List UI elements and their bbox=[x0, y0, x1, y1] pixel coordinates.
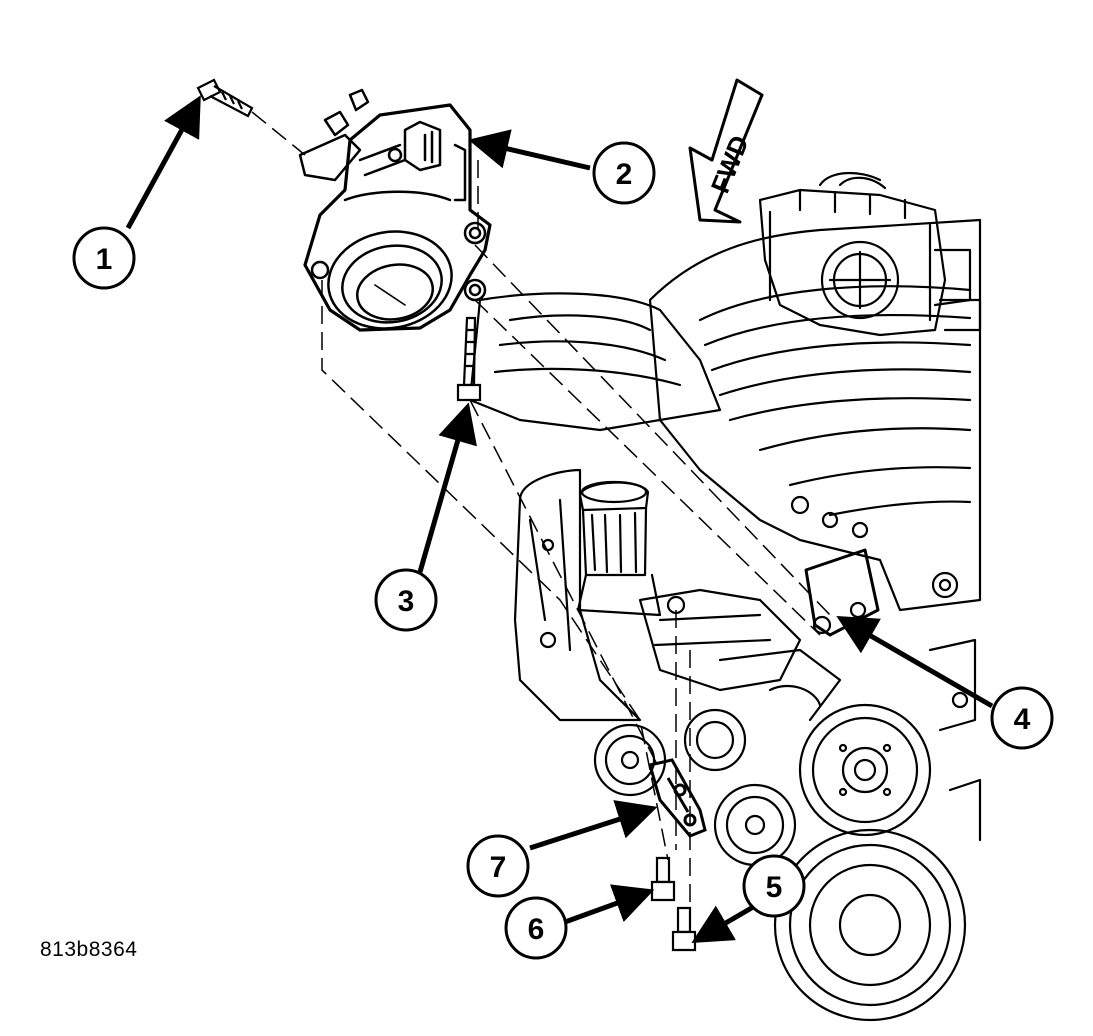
oil-filler-cap bbox=[578, 481, 650, 512]
callout-4: 4 bbox=[990, 686, 1054, 750]
bracket-4 bbox=[804, 548, 880, 637]
alignment-lines bbox=[251, 111, 831, 910]
callout-3: 3 bbox=[374, 568, 438, 632]
callout-6-label: 6 bbox=[528, 913, 545, 946]
callout-7: 7 bbox=[466, 834, 530, 898]
crankshaft-pulley bbox=[773, 828, 967, 1022]
leader-1 bbox=[125, 95, 201, 230]
leader-7 bbox=[529, 800, 658, 851]
bolt-6 bbox=[650, 856, 676, 902]
callout-1-label: 1 bbox=[96, 243, 113, 276]
timing-cover bbox=[513, 468, 642, 722]
leader-4 bbox=[836, 615, 994, 709]
valve-cover bbox=[468, 292, 722, 432]
callout-5: 5 bbox=[742, 854, 806, 918]
water-pump-pulley bbox=[798, 703, 932, 837]
figure-id: 813b8364 bbox=[40, 938, 138, 961]
leader-6 bbox=[564, 884, 655, 925]
callout-5-label: 5 bbox=[766, 871, 783, 904]
callout-2-label: 2 bbox=[616, 158, 633, 191]
bolt-5 bbox=[671, 906, 697, 952]
compressor-clutch bbox=[327, 230, 453, 330]
forward-direction-arrow: FWD bbox=[688, 78, 764, 224]
leader-5 bbox=[691, 900, 762, 944]
leader-2 bbox=[468, 129, 591, 171]
callout-6: 6 bbox=[504, 896, 568, 960]
callout-2: 2 bbox=[592, 141, 656, 205]
callout-1: 1 bbox=[72, 226, 136, 290]
ac-compressor bbox=[298, 88, 492, 332]
bracket-7 bbox=[648, 758, 707, 838]
bolt-1 bbox=[196, 78, 254, 118]
throttle-body bbox=[758, 188, 947, 337]
callout-4-label: 4 bbox=[1014, 703, 1031, 736]
bolt-3 bbox=[456, 316, 482, 402]
callout-7-label: 7 bbox=[490, 851, 507, 884]
callout-leaders bbox=[125, 95, 994, 944]
idler-pulley-left bbox=[593, 723, 667, 797]
callout-3-label: 3 bbox=[398, 585, 415, 618]
intake-manifold bbox=[648, 218, 982, 612]
engine-assembly bbox=[468, 171, 982, 1022]
idler-pulley-center bbox=[683, 708, 747, 772]
leader-3 bbox=[417, 402, 477, 573]
